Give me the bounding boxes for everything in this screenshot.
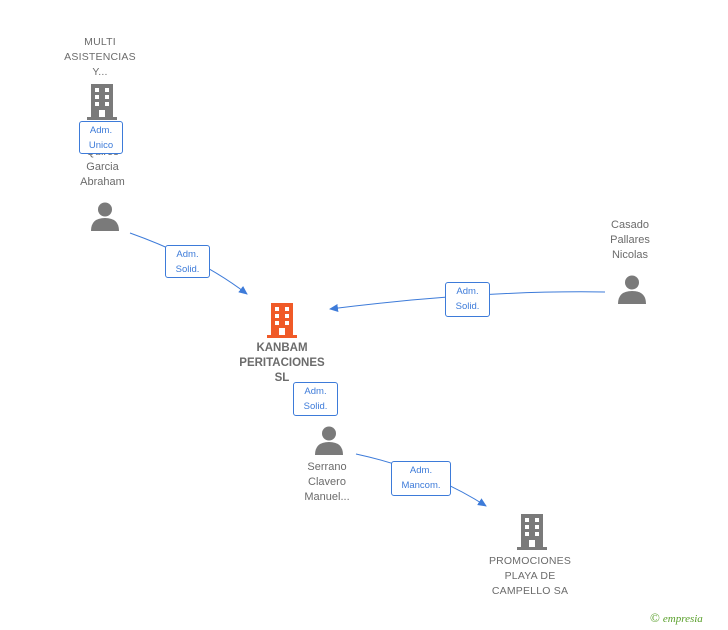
relation-badge-adm-solid[interactable]: Adm. Solid. bbox=[165, 245, 210, 278]
building-icon[interactable] bbox=[517, 514, 547, 550]
person-icon[interactable] bbox=[90, 201, 120, 231]
relation-badge-adm-solid[interactable]: Adm. Solid. bbox=[445, 282, 490, 317]
person-icon[interactable] bbox=[617, 274, 647, 304]
relation-badge-adm-solid[interactable]: Adm. Solid. bbox=[293, 382, 338, 416]
copyright-symbol: © bbox=[650, 610, 660, 625]
building-icon[interactable] bbox=[87, 84, 117, 120]
person-icon[interactable] bbox=[314, 425, 344, 455]
node-label-multi-asistencias[interactable]: MULTI ASISTENCIAS Y... bbox=[64, 36, 136, 78]
node-label-serrano-clavero[interactable]: Serrano Clavero Manuel... bbox=[304, 461, 350, 503]
relation-badge-adm-unico[interactable]: Adm. Unico bbox=[79, 121, 123, 154]
building-icon[interactable] bbox=[267, 303, 297, 338]
brand-name: empresia bbox=[662, 613, 703, 625]
node-label-casado-pallares[interactable]: Casado Pallares Nicolas bbox=[610, 219, 650, 261]
empresia-logo: ©empresia bbox=[650, 610, 703, 626]
relation-badge-adm-mancom[interactable]: Adm. Mancom. bbox=[391, 461, 451, 496]
node-label-kanbam-peritaciones[interactable]: KANBAM PERITACIONES SL bbox=[239, 342, 325, 384]
node-label-promociones-playa[interactable]: PROMOCIONES PLAYA DE CAMPELLO SA bbox=[488, 555, 572, 597]
